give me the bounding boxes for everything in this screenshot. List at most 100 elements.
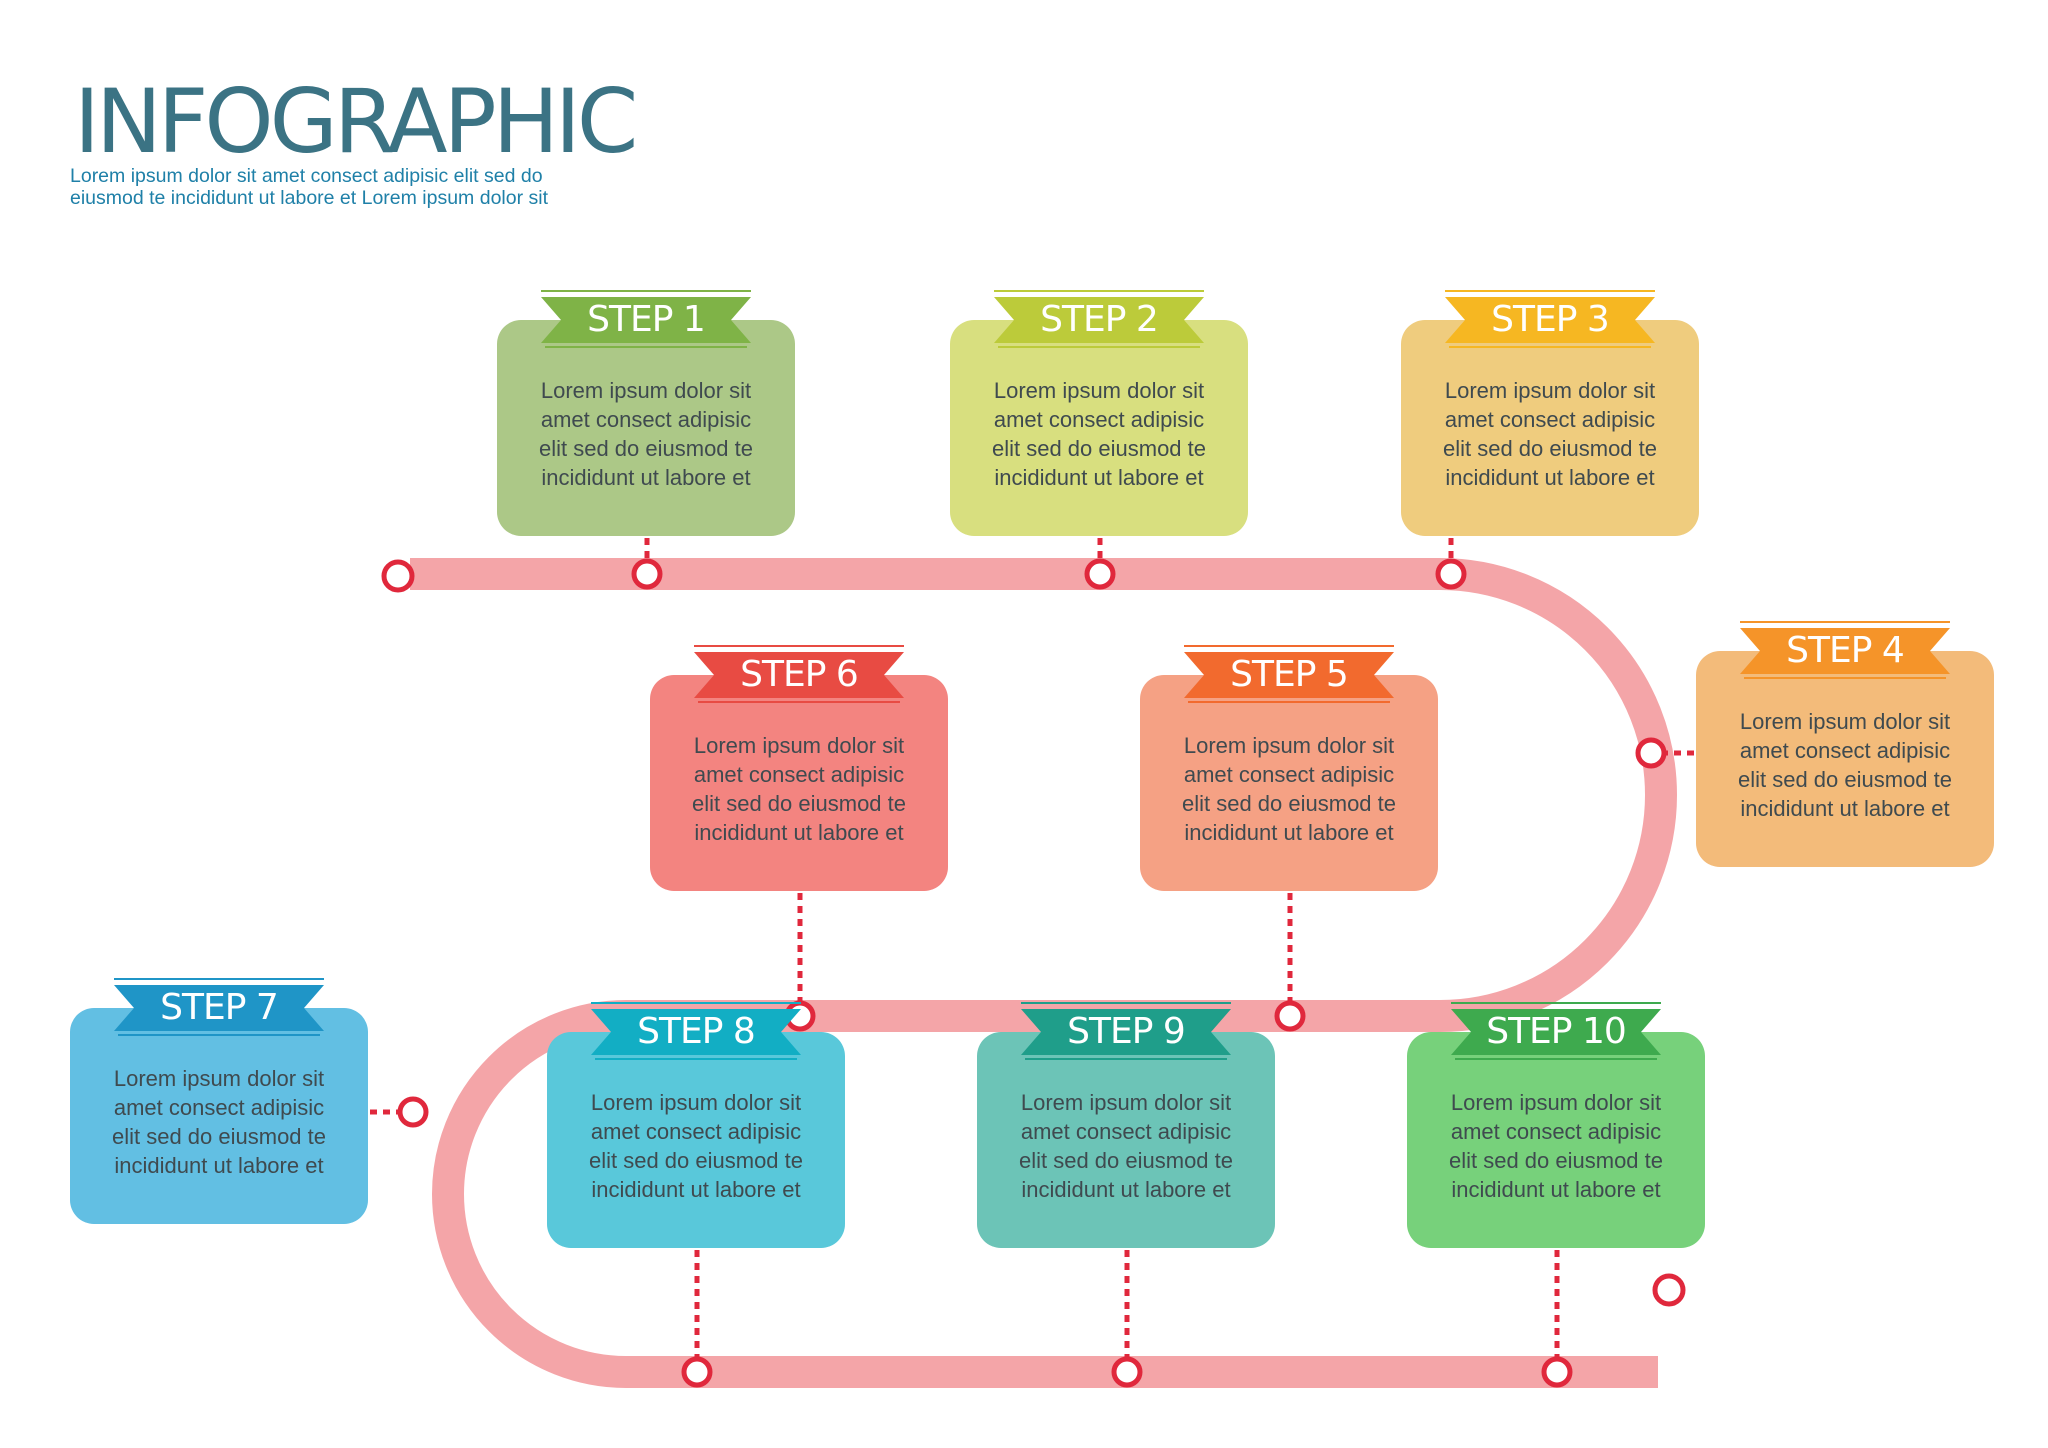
step-4-ribbon <box>1740 628 1950 674</box>
step-1-ribbon <box>541 297 751 343</box>
path-end-marker <box>1652 1273 1686 1307</box>
winding-path <box>410 558 1677 1388</box>
step-5-ribbon <box>1184 652 1394 698</box>
step-8-text-line: Lorem ipsum dolor sit <box>591 1090 801 1115</box>
step-7-text-line: amet consect adipisic <box>114 1095 324 1120</box>
step-4-text-line: amet consect adipisic <box>1740 738 1950 763</box>
step-5-box <box>1140 675 1438 891</box>
step-4-label: STEP 4 <box>1786 630 1904 671</box>
step-10-box <box>1407 1032 1705 1248</box>
step-card-1: STEP 1 Lorem ipsum dolor sit amet consect … <box>497 290 795 590</box>
step-7-text-line: elit sed do eiusmod te <box>112 1124 326 1149</box>
step-10-text-line: Lorem ipsum dolor sit <box>1451 1090 1661 1115</box>
step-8-ribbon <box>591 1009 801 1055</box>
step-9-text-line: amet consect adipisic <box>1021 1119 1231 1144</box>
step-card-3: STEP 3 Lorem ipsum dolor sit amet consect … <box>1401 290 1699 590</box>
step-3-text-line: Lorem ipsum dolor sit <box>1445 378 1655 403</box>
step-6-text-line: amet consect adipisic <box>694 762 904 787</box>
step-5-marker <box>1274 1000 1306 1032</box>
step-6-box <box>650 675 948 891</box>
step-9-label: STEP 9 <box>1067 1011 1185 1052</box>
step-7-label: STEP 7 <box>160 987 278 1028</box>
step-1-text-line: incididunt ut labore et <box>541 465 750 490</box>
step-8-text-line: amet consect adipisic <box>591 1119 801 1144</box>
subtitle-line-2: eiusmod te incididunt ut labore et Lorem… <box>70 187 548 209</box>
step-7-ribbon <box>114 985 324 1031</box>
step-2-text-line: elit sed do eiusmod te <box>992 436 1206 461</box>
step-card-9: STEP 9 Lorem ipsum dolor sit amet consect … <box>977 1002 1275 1388</box>
step-4-text-line: incididunt ut labore et <box>1740 796 1949 821</box>
step-3-ribbon <box>1445 297 1655 343</box>
steps-layer: STEP 1 Lorem ipsum dolor sit amet consect … <box>70 290 1994 1388</box>
path-start-marker <box>381 559 415 593</box>
step-9-text-line: Lorem ipsum dolor sit <box>1021 1090 1231 1115</box>
step-1-marker <box>631 558 663 590</box>
step-1-box <box>497 320 795 536</box>
step-10-marker <box>1541 1356 1573 1388</box>
step-6-text-line: Lorem ipsum dolor sit <box>694 733 904 758</box>
step-3-marker <box>1435 558 1467 590</box>
step-4-marker <box>1635 737 1667 769</box>
step-2-text-line: amet consect adipisic <box>994 407 1204 432</box>
step-6-ribbon <box>694 652 904 698</box>
step-8-marker <box>681 1356 713 1388</box>
step-9-box <box>977 1032 1275 1248</box>
step-5-text-line: elit sed do eiusmod te <box>1182 791 1396 816</box>
step-8-box <box>547 1032 845 1248</box>
step-2-ribbon <box>994 297 1204 343</box>
step-2-marker <box>1084 558 1116 590</box>
step-9-marker <box>1111 1356 1143 1388</box>
step-card-5: STEP 5 Lorem ipsum dolor sit amet consect … <box>1140 645 1438 1032</box>
step-10-text-line: amet consect adipisic <box>1451 1119 1661 1144</box>
step-1-label: STEP 1 <box>587 299 705 340</box>
step-3-text-line: elit sed do eiusmod te <box>1443 436 1657 461</box>
subtitle-line-1: Lorem ipsum dolor sit amet consect adipi… <box>70 165 543 187</box>
step-1-text-line: Lorem ipsum dolor sit <box>541 378 751 403</box>
step-6-text-line: elit sed do eiusmod te <box>692 791 906 816</box>
step-8-label: STEP 8 <box>637 1011 755 1052</box>
step-3-box <box>1401 320 1699 536</box>
step-4-text-line: Lorem ipsum dolor sit <box>1740 709 1950 734</box>
step-card-7: STEP 7 Lorem ipsum dolor sit amet consect … <box>70 978 429 1224</box>
step-7-text-line: Lorem ipsum dolor sit <box>114 1066 324 1091</box>
step-10-text-line: incididunt ut labore et <box>1451 1177 1660 1202</box>
step-4-box <box>1696 651 1994 867</box>
step-10-text-line: elit sed do eiusmod te <box>1449 1148 1663 1173</box>
step-card-2: STEP 2 Lorem ipsum dolor sit amet consect … <box>950 290 1248 590</box>
step-9-text-line: incididunt ut labore et <box>1021 1177 1230 1202</box>
step-2-box <box>950 320 1248 536</box>
step-card-4: STEP 4 Lorem ipsum dolor sit amet consect … <box>1635 621 1994 867</box>
step-5-text-line: Lorem ipsum dolor sit <box>1184 733 1394 758</box>
step-card-10: STEP 10 Lorem ipsum dolor sit amet consect… <box>1407 1002 1705 1388</box>
step-3-text-line: incididunt ut labore et <box>1445 465 1654 490</box>
step-2-text-line: Lorem ipsum dolor sit <box>994 378 1204 403</box>
step-card-6: STEP 6 Lorem ipsum dolor sit amet consect … <box>650 645 948 1032</box>
step-2-text-line: incididunt ut labore et <box>994 465 1203 490</box>
step-2-label: STEP 2 <box>1040 299 1158 340</box>
step-7-marker <box>397 1096 429 1128</box>
step-10-label: STEP 10 <box>1486 1011 1626 1052</box>
step-3-label: STEP 3 <box>1491 299 1609 340</box>
page-title: INFOGRAPHIC <box>74 70 638 173</box>
step-3-text-line: amet consect adipisic <box>1445 407 1655 432</box>
step-6-text-line: incididunt ut labore et <box>694 820 903 845</box>
step-6-label: STEP 6 <box>740 654 858 695</box>
step-1-text-line: elit sed do eiusmod te <box>539 436 753 461</box>
step-card-8: STEP 8 Lorem ipsum dolor sit amet consect … <box>547 1002 845 1388</box>
step-8-text-line: elit sed do eiusmod te <box>589 1148 803 1173</box>
step-7-box <box>70 1008 368 1224</box>
step-7-text-line: incididunt ut labore et <box>114 1153 323 1178</box>
step-4-text-line: elit sed do eiusmod te <box>1738 767 1952 792</box>
step-1-text-line: amet consect adipisic <box>541 407 751 432</box>
step-5-text-line: amet consect adipisic <box>1184 762 1394 787</box>
step-8-text-line: incididunt ut labore et <box>591 1177 800 1202</box>
markers-layer <box>381 559 1686 1307</box>
step-5-label: STEP 5 <box>1230 654 1348 695</box>
page-subtitle: Lorem ipsum dolor sit amet consect adipi… <box>70 165 690 209</box>
step-9-text-line: elit sed do eiusmod te <box>1019 1148 1233 1173</box>
step-10-ribbon <box>1451 1009 1661 1055</box>
step-5-text-line: incididunt ut labore et <box>1184 820 1393 845</box>
step-9-ribbon <box>1021 1009 1231 1055</box>
